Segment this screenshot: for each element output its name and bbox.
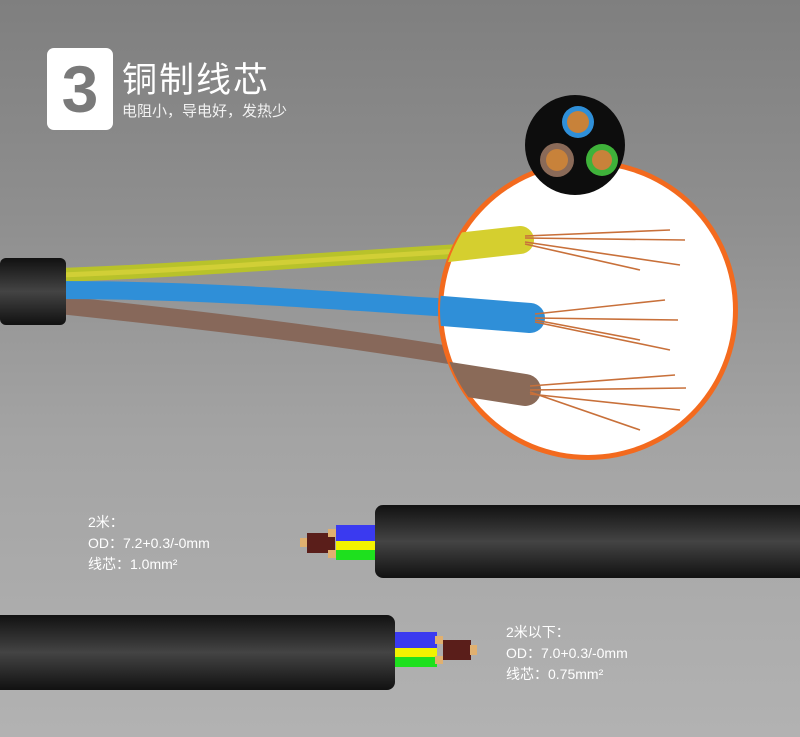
magnified-core-view — [438, 160, 738, 460]
main-cable — [0, 243, 482, 369]
page-title: 铜制线芯 — [122, 61, 271, 100]
spec-outer-diameter: OD：7.2+0.3/-0mm — [88, 535, 210, 551]
spec-core-size: 线芯：1.0mm² — [88, 556, 178, 572]
spec-under-2m: 2米以下： OD：7.0+0.3/-0mm 线芯：0.75mm² — [506, 622, 628, 685]
spec-2m: 2米： OD：7.2+0.3/-0mm 线芯：1.0mm² — [88, 512, 210, 575]
page-subtitle: 电阻小，导电好，发热少 — [122, 103, 288, 120]
cable-cross-section — [525, 95, 625, 195]
cable-under-2m — [0, 615, 477, 690]
cable-jacket-stub — [0, 258, 66, 325]
spec-length: 2米： — [88, 514, 124, 530]
spec-outer-diameter: OD：7.0+0.3/-0mm — [506, 645, 628, 661]
cable-2m — [300, 505, 800, 578]
spec-length: 2米以下： — [506, 624, 570, 640]
step-number-badge: 3 — [47, 48, 113, 130]
spec-core-size: 线芯：0.75mm² — [506, 666, 604, 682]
copper-strands — [524, 229, 687, 431]
